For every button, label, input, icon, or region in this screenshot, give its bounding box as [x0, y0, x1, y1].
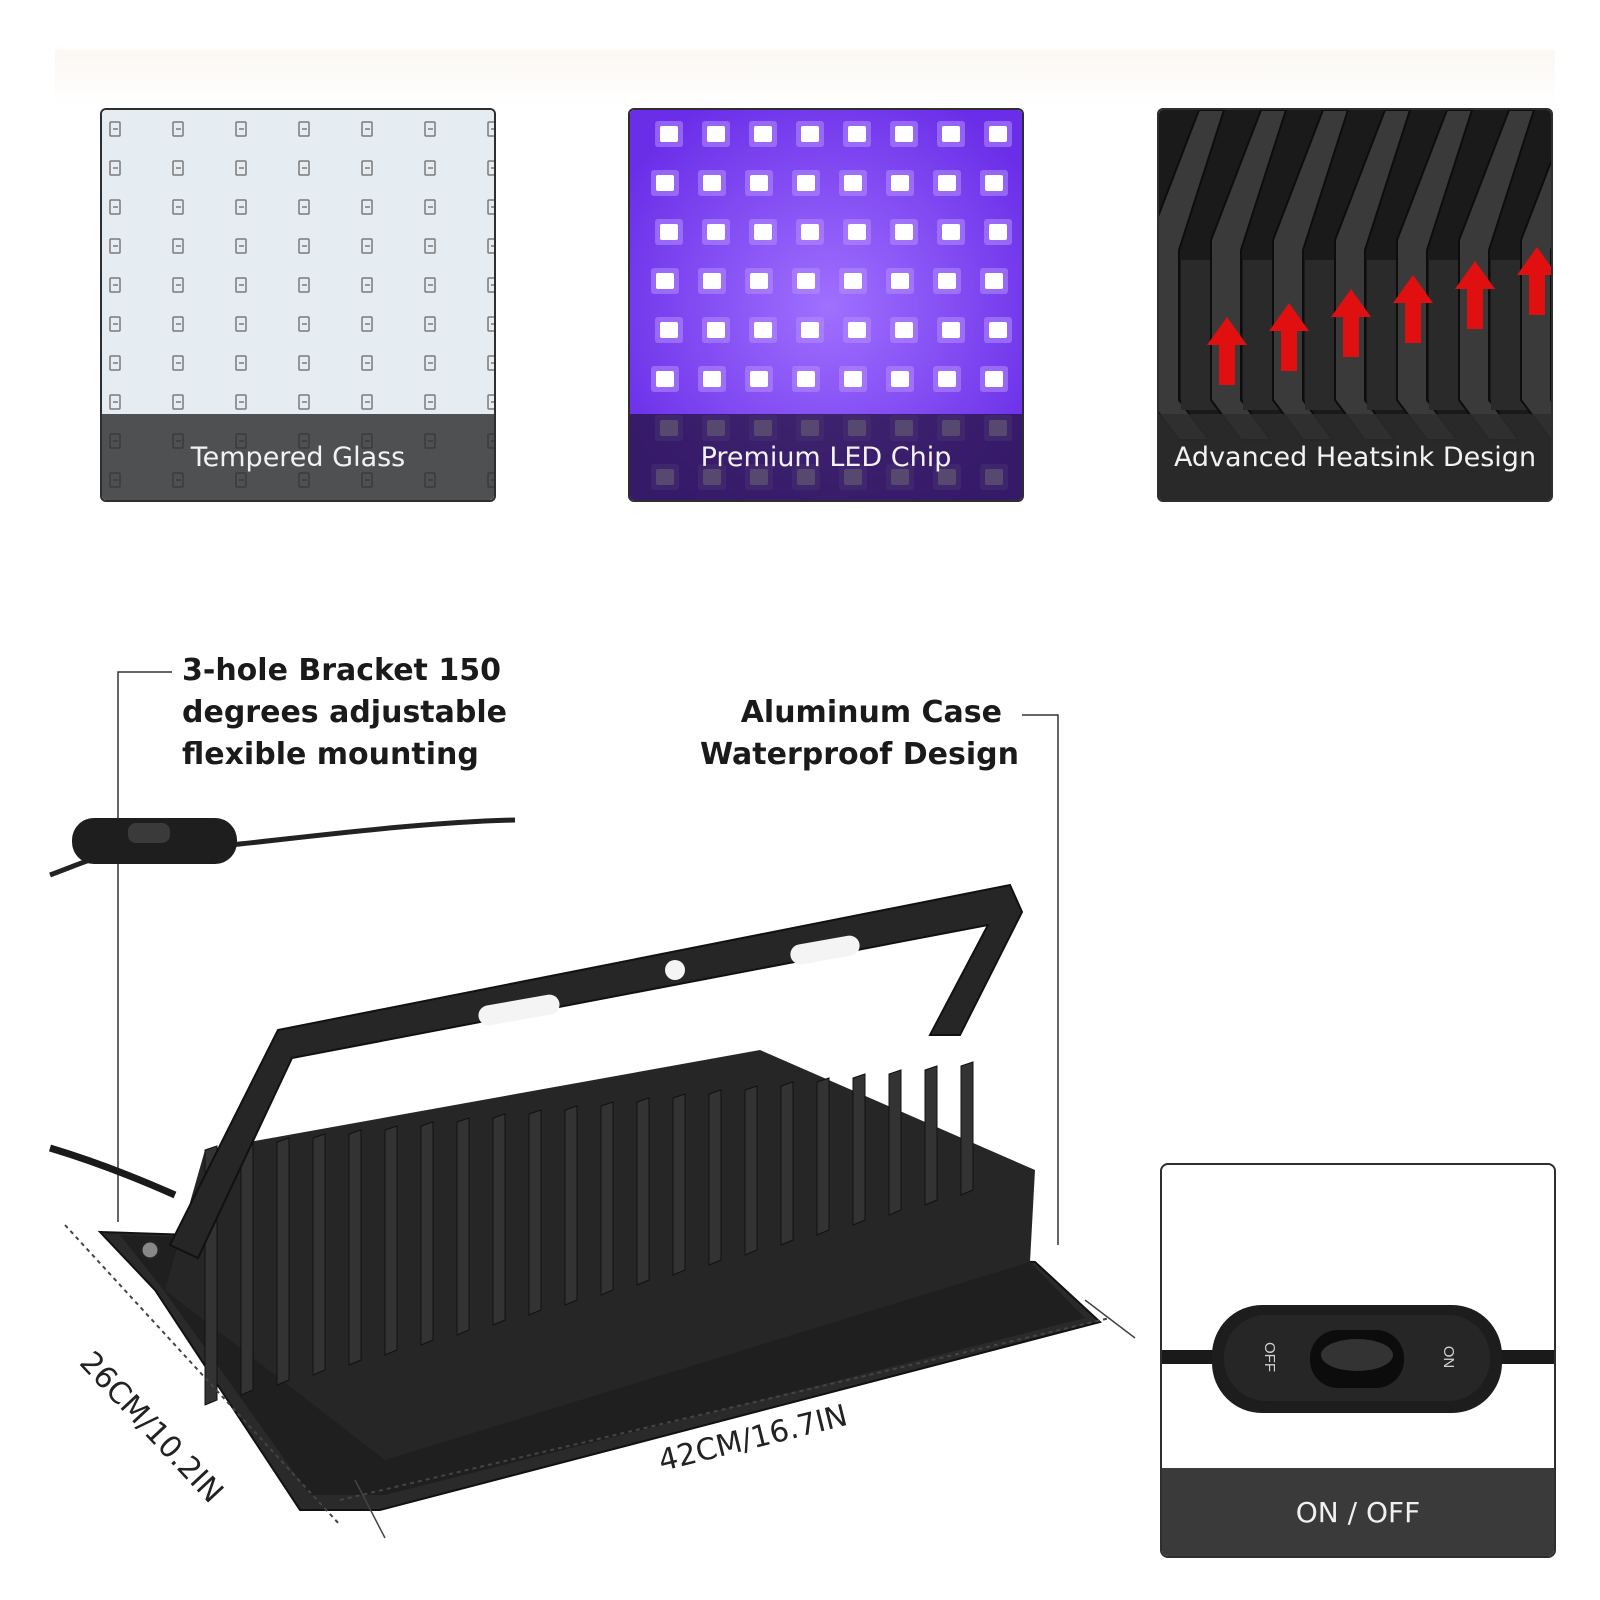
heatsink-block [165, 1050, 1035, 1460]
off-label: OFF [1261, 1342, 1278, 1372]
tempered-glass-panel: Tempered Glass [100, 108, 496, 502]
switch-caption: ON / OFF [1162, 1468, 1554, 1556]
case-leader-line [1022, 714, 1059, 1245]
case-callout-line-1: Aluminum Case [740, 695, 1002, 730]
bracket-slot-left [478, 994, 560, 1026]
bracket-hole-center [665, 960, 685, 980]
heatsink-caption: Advanced Heatsink Design [1159, 414, 1551, 500]
case-callout-line-2: Waterproof Design [700, 737, 1019, 772]
bracket-leader-line [117, 671, 172, 1222]
bracket-slot-right [790, 935, 860, 965]
on-label: ON [1440, 1346, 1457, 1369]
led-chip-caption: Premium LED Chip [630, 414, 1022, 500]
mounting-bracket [168, 883, 1024, 1260]
power-cable [49, 817, 516, 878]
switch-image: OFF ON [1162, 1305, 1554, 1413]
case-callout: Aluminum Case Waterproof Design [700, 692, 1019, 776]
housing-cable [48, 1144, 177, 1199]
bracket-callout-line-2: degrees adjustable [182, 695, 507, 730]
bracket-screw [139, 1239, 161, 1261]
top-band [55, 50, 1555, 106]
tempered-glass-caption: Tempered Glass [102, 414, 494, 500]
width-dimension-label: 42CM/16.7IN [655, 1398, 851, 1479]
housing-base [97, 1230, 1103, 1511]
width-dimension-line [339, 1317, 1111, 1501]
depth-dimension-label: 26CM/10.2IN [72, 1345, 230, 1511]
bracket-callout: 3-hole Bracket 150 degrees adjustable fl… [182, 650, 507, 776]
switch-panel: OFF ON ON / OFF [1160, 1163, 1556, 1558]
led-chip-panel: Premium LED Chip [628, 108, 1024, 502]
inline-switch-small [72, 818, 237, 864]
bracket-callout-line-1: 3-hole Bracket 150 [182, 653, 501, 688]
heatsink-panel: Advanced Heatsink Design [1157, 108, 1553, 502]
bracket-callout-line-3: flexible mounting [182, 737, 479, 772]
